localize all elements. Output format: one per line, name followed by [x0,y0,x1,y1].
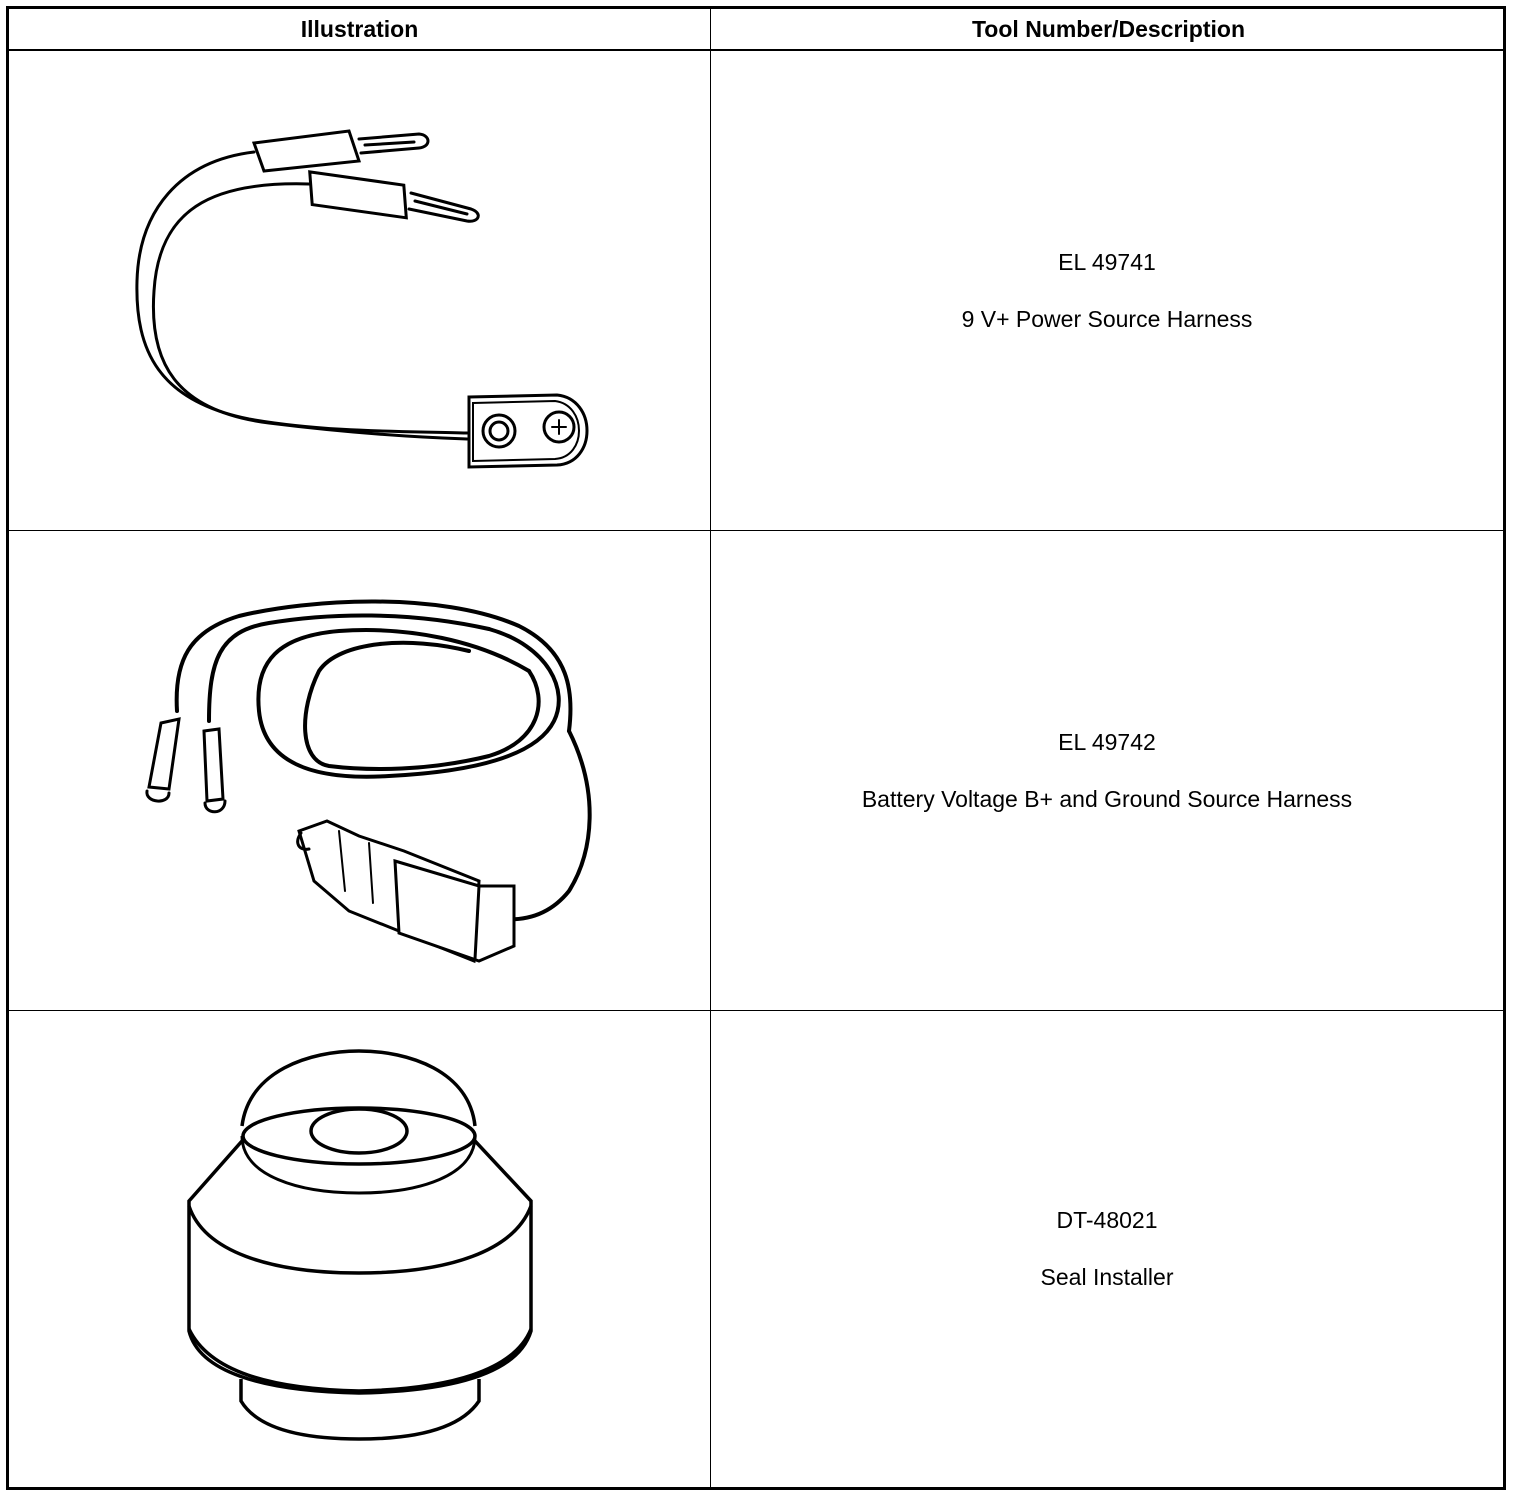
tool-number: EL 49741 [1058,248,1156,275]
seal-installer-icon [187,1049,533,1441]
tool-table: Illustration Tool Number/Description [6,6,1506,1490]
illustration-cell [9,51,710,530]
description-cell: EL 49741 9 V+ Power Source Harness [711,51,1503,530]
tool-description: Seal Installer [1040,1264,1174,1290]
tool-description: Battery Voltage B+ and Ground Source Har… [861,785,1353,812]
table-row: DT-48021 Seal Installer [9,1011,1503,1487]
tool-description: 9 V+ Power Source Harness [961,305,1253,332]
tool-number: DT-48021 [1056,1207,1158,1233]
header-illustration: Illustration [9,9,711,51]
description-cell: DT-48021 Seal Installer [711,1011,1503,1487]
table-row: EL 49742 Battery Voltage B+ and Ground S… [9,531,1503,1011]
column-divider [710,9,711,1487]
illustration-cell [9,531,710,1010]
illustration-cell [9,1011,710,1487]
battery-clip-harness-icon [135,129,589,469]
description-cell: EL 49742 Battery Voltage B+ and Ground S… [711,531,1503,1010]
header-tool-description: Tool Number/Description [711,9,1506,51]
tool-number: EL 49742 [1058,728,1156,755]
table-row: EL 49741 9 V+ Power Source Harness [9,51,1503,531]
cigarette-plug-harness-icon [145,599,592,964]
